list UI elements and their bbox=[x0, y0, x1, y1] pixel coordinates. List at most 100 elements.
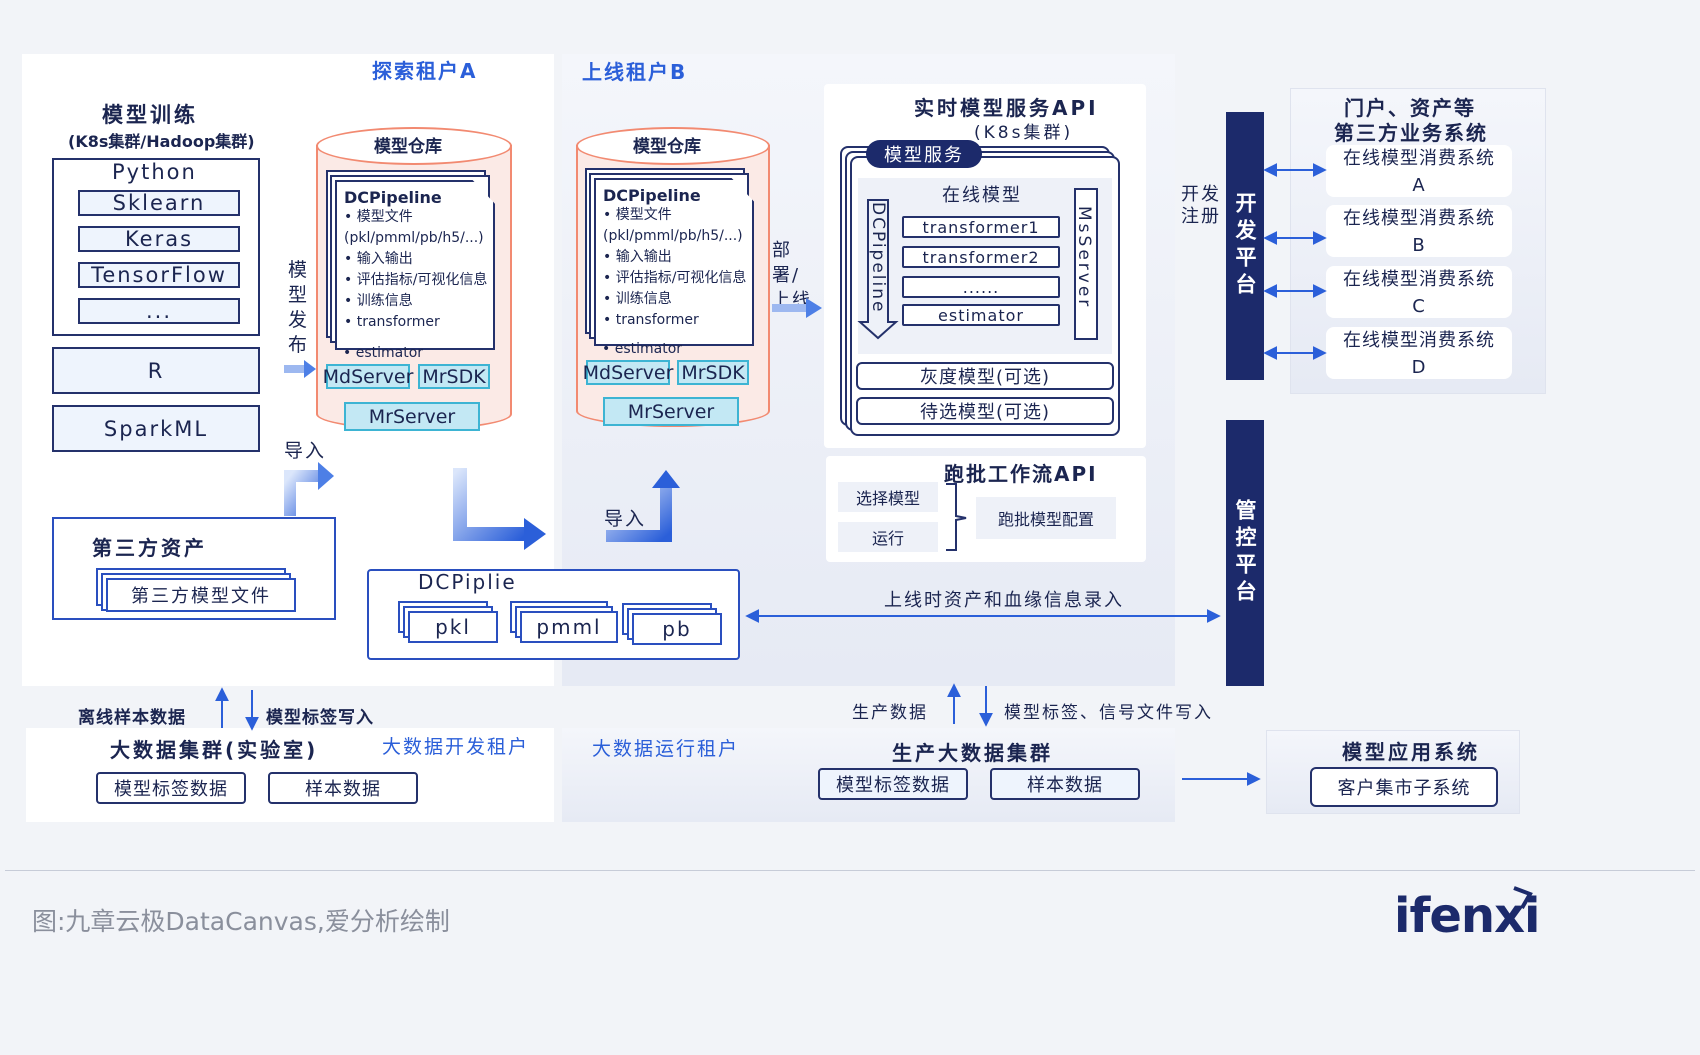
repo-b-cylinder-top bbox=[576, 127, 770, 165]
msserver-vertical-label: MsServer bbox=[1074, 206, 1094, 310]
offline-data-label: 离线样本数据 bbox=[78, 708, 186, 728]
pmml-card: pmml bbox=[520, 611, 618, 643]
third-party-file: 第三方模型文件 bbox=[106, 578, 296, 612]
portal-system-c-name: 在线模型消费系统 bbox=[1343, 269, 1495, 290]
prod-sample-data: 样本数据 bbox=[990, 768, 1140, 800]
repo-b-doc: DCPipeline • 模型文件 (pkl/pmml/pb/h5/...) •… bbox=[594, 178, 754, 346]
repo-b-title: 模型仓库 bbox=[633, 137, 701, 157]
ifenxi-logo: ifenxi bbox=[1394, 888, 1540, 944]
lab-cluster-title: 大数据集群(实验室) bbox=[110, 738, 319, 762]
repo-a-title: 模型仓库 bbox=[374, 137, 442, 157]
repo-a-bullet-6: • estimator bbox=[343, 345, 424, 361]
lib-sklearn: Sklearn bbox=[78, 190, 240, 216]
repo-b-bullet-4: • 训练信息 bbox=[603, 291, 672, 307]
dev-register-label: 开发注册 bbox=[1181, 184, 1221, 227]
repo-a-doc: DCPipeline • 模型文件 (pkl/pmml/pb/h5/...) •… bbox=[335, 180, 495, 350]
import-label-b: 导入 bbox=[604, 508, 647, 530]
import-arrow bbox=[284, 462, 334, 516]
portal-system-b: 在线模型消费系统 B bbox=[1326, 205, 1512, 257]
repo-a-mrsdk: MrSDK bbox=[418, 364, 490, 389]
realtime-title: 实时模型服务API bbox=[914, 96, 1099, 120]
lib-tensorflow: TensorFlow bbox=[78, 262, 240, 288]
repo-b-doc-title: DCPipeline bbox=[603, 186, 701, 205]
r-box: R bbox=[52, 347, 260, 394]
repo-b-bullet-1: (pkl/pmml/pb/h5/...) bbox=[603, 228, 743, 244]
repo-b-bullet-6: • estimator bbox=[602, 341, 683, 357]
app-system-title: 模型应用系统 bbox=[1342, 740, 1480, 764]
model-publish-label: 模型发布 bbox=[288, 259, 308, 356]
third-party-title: 第三方资产 bbox=[92, 536, 207, 560]
repo-a-mrserver: MrServer bbox=[344, 402, 480, 431]
msserver-vertical bbox=[1074, 188, 1098, 340]
lib-keras: Keras bbox=[78, 226, 240, 252]
batch-config: 跑批模型配置 bbox=[976, 497, 1116, 539]
portal-title-2: 第三方业务系统 bbox=[1334, 121, 1488, 145]
gray-model: 灰度模型(可选) bbox=[856, 362, 1114, 390]
control-platform-bar: 管控平台 bbox=[1226, 420, 1264, 686]
stage-more: ...... bbox=[902, 276, 1060, 298]
training-title: 模型训练 bbox=[102, 103, 198, 127]
portal-system-b-name: 在线模型消费系统 bbox=[1343, 208, 1495, 229]
repo-a-bullet-2: • 输入输出 bbox=[344, 251, 413, 267]
online-tenant-title: 上线租户B bbox=[582, 60, 688, 84]
logo-accent bbox=[1513, 886, 1533, 909]
label-write-label: 模型标签写入 bbox=[266, 708, 374, 728]
portal-system-b-letter: B bbox=[1412, 235, 1426, 256]
pb-card: pb bbox=[632, 613, 722, 645]
repo-a-bullet-3: • 评估指标/可视化信息 bbox=[344, 272, 488, 288]
sparkml-box: SparkML bbox=[52, 405, 260, 452]
repo-b-bullet-0: • 模型文件 bbox=[603, 207, 672, 223]
portal-system-d-name: 在线模型消费系统 bbox=[1343, 330, 1495, 351]
lineage-label: 上线时资产和血缘信息录入 bbox=[884, 590, 1124, 611]
third-party-file-label: 第三方模型文件 bbox=[131, 586, 271, 607]
bigdata-run-tenant: 大数据运行租户 bbox=[592, 738, 740, 760]
portal-system-a: 在线模型消费系统 A bbox=[1326, 145, 1512, 197]
portal-system-d-letter: D bbox=[1411, 357, 1427, 378]
publish-arrow bbox=[284, 360, 316, 378]
portal-title-1: 门户、资产等 bbox=[1344, 96, 1476, 120]
repo-to-online-arrow bbox=[453, 468, 546, 550]
repo-b-mdserver: MdServer bbox=[582, 360, 674, 385]
batch-select: 选择模型 bbox=[838, 482, 938, 512]
footer-divider bbox=[5, 870, 1695, 871]
lab-label-data: 模型标签数据 bbox=[96, 772, 246, 804]
portal-system-d: 在线模型消费系统 D bbox=[1326, 327, 1512, 379]
repo-a-cylinder-top bbox=[316, 127, 512, 165]
app-customer-subsystem: 客户集市子系统 bbox=[1310, 767, 1498, 807]
portal-system-a-letter: A bbox=[1412, 175, 1426, 196]
repo-a-bullet-0: • 模型文件 bbox=[344, 209, 413, 225]
pkl-card: pkl bbox=[408, 611, 498, 643]
realtime-subtitle: (K8s集群) bbox=[974, 123, 1074, 143]
prod-cluster-title: 生产大数据集群 bbox=[892, 741, 1053, 765]
batch-title: 跑批工作流API bbox=[944, 462, 1098, 486]
repo-b-bullet-5: • transformer bbox=[603, 312, 699, 328]
online-model-title: 在线模型 bbox=[942, 185, 1022, 206]
repo-b-bullet-3: • 评估指标/可视化信息 bbox=[603, 270, 747, 286]
explore-tenant-title: 探索租户A bbox=[372, 59, 478, 83]
python-label: Python bbox=[112, 160, 197, 184]
stage-transformer2: transformer2 bbox=[902, 246, 1060, 268]
pipeline-down-arrow bbox=[857, 199, 899, 340]
deploy-arrow bbox=[772, 298, 822, 318]
label-signal-write-label: 模型标签、信号文件写入 bbox=[1004, 703, 1213, 723]
training-subtitle: (K8s集群/Hadoop集群) bbox=[68, 132, 255, 151]
bigdata-dev-tenant: 大数据开发租户 bbox=[382, 736, 530, 758]
portal-system-c: 在线模型消费系统 C bbox=[1326, 266, 1512, 318]
repo-b-mrserver: MrServer bbox=[603, 397, 739, 426]
batch-bracket bbox=[946, 483, 967, 551]
repo-b-mrsdk: MrSDK bbox=[677, 360, 749, 385]
pipeline-vertical-label: DCPipeline bbox=[868, 202, 888, 314]
portal-system-c-letter: C bbox=[1412, 296, 1426, 317]
portal-system-a-name: 在线模型消费系统 bbox=[1343, 148, 1495, 169]
repo-a-mdserver: MdServer bbox=[322, 364, 414, 389]
repo-a-bullet-5: • transformer bbox=[344, 314, 440, 330]
import-arrow-b bbox=[606, 470, 680, 542]
footer-source: 图:九章云极DataCanvas,爱分析绘制 bbox=[32, 907, 450, 936]
lib-more: ... bbox=[78, 298, 240, 324]
batch-run: 运行 bbox=[838, 522, 938, 552]
prod-label-data: 模型标签数据 bbox=[818, 768, 968, 800]
import-label: 导入 bbox=[284, 440, 327, 462]
candidate-model: 待选模型(可选) bbox=[856, 397, 1114, 425]
repo-a-doc-title: DCPipeline bbox=[344, 188, 442, 207]
